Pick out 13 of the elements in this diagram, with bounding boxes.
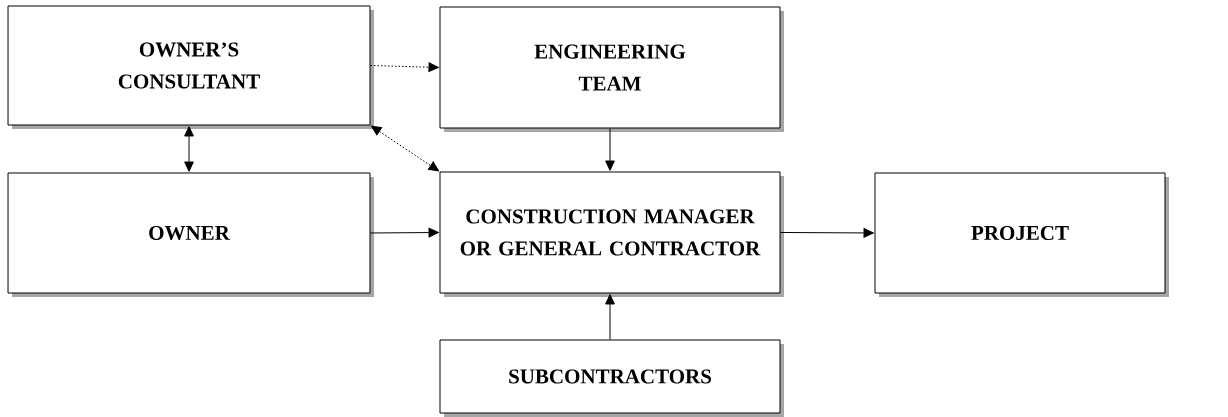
arrow bbox=[370, 227, 439, 238]
process-box: CONSTRUCTION MANAGER OR GENERAL CONTRACTOR bbox=[439, 171, 784, 297]
process-box: ENGINEERING TEAM bbox=[439, 6, 784, 132]
arrow bbox=[184, 126, 194, 172]
arrow bbox=[605, 294, 615, 340]
process-box: OWNER’S CONSULTANT bbox=[7, 5, 374, 129]
arrow bbox=[370, 62, 439, 73]
process-box: SUBCONTRACTORS bbox=[439, 339, 784, 417]
arrow bbox=[605, 128, 615, 171]
arrow bbox=[780, 228, 874, 238]
arrow bbox=[371, 125, 439, 172]
process-box: OWNER bbox=[7, 172, 374, 297]
process-box: PROJECT bbox=[874, 172, 1169, 297]
